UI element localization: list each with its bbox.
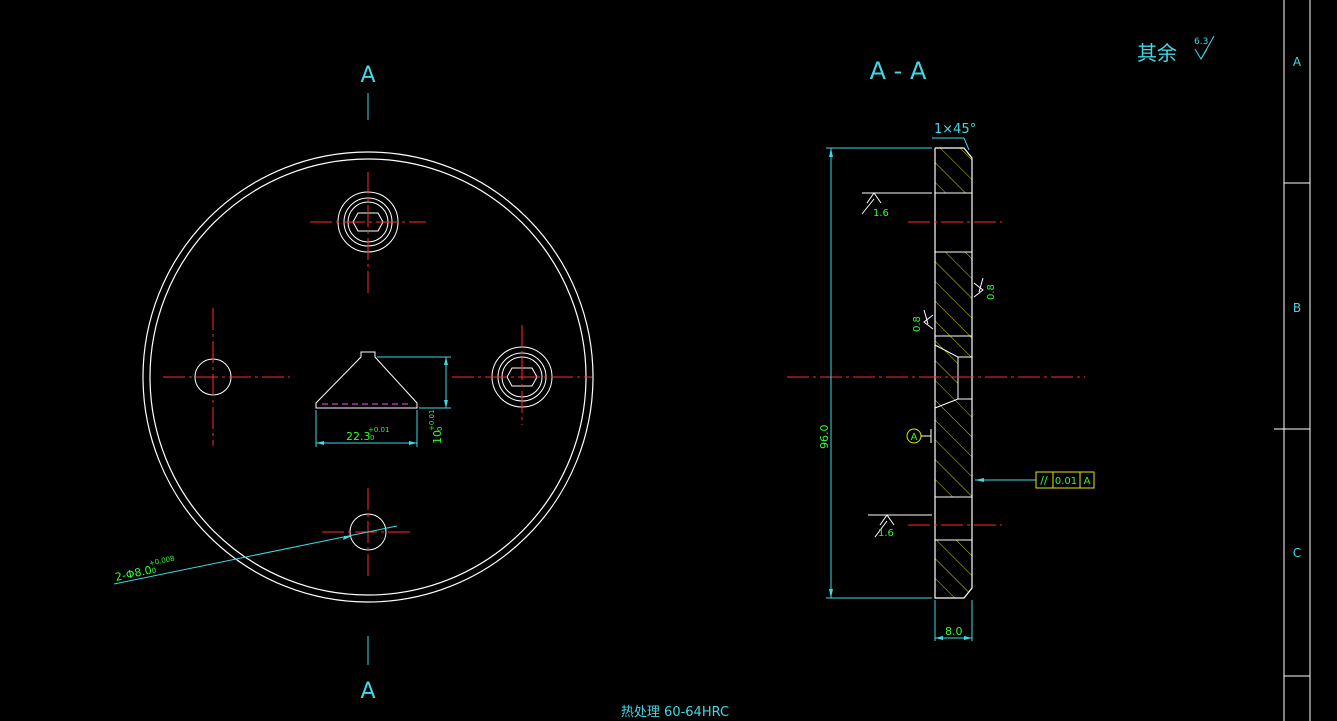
hole-callout: 2-Φ8.0: [114, 563, 153, 583]
tolerance-datum: A: [1084, 476, 1091, 487]
zone-label-c: C: [1293, 546, 1301, 560]
roughness-right: [973, 277, 984, 298]
rest-roughness-label: 其余: [1137, 41, 1177, 65]
tolerance-frame: [975, 471, 1095, 489]
datum-marker: [906, 428, 932, 444]
hole-callout-tol-lower: 0: [151, 567, 157, 576]
front-view: A A: [113, 63, 594, 704]
thickness-dim: 8.0: [945, 625, 963, 638]
chamfer-note: 1×45°: [934, 122, 976, 137]
roughness-bottom-value: 1.6: [878, 528, 894, 539]
datum-label: A: [911, 432, 918, 443]
outer-circle: [142, 151, 594, 603]
heat-treatment-note: 热处理 60-64HRC: [621, 705, 729, 720]
rest-roughness-value: 6.3: [1194, 37, 1208, 47]
right-screw-hole: [452, 325, 592, 425]
roughness-left-value: 0.8: [912, 316, 923, 332]
left-pin-hole: [163, 308, 290, 446]
width-dim-tol-lower: 0: [370, 434, 374, 442]
height-dim-tol-upper: +0.01: [428, 410, 436, 431]
zone-label-b: B: [1293, 301, 1301, 315]
height-dim-tol-lower: 0: [436, 427, 444, 431]
section-view: A - A 1×45°: [787, 57, 1095, 641]
section-mark-top: A: [360, 63, 375, 88]
width-dim-tol-upper: +0.01: [368, 426, 389, 434]
tolerance-value: 0.01: [1055, 476, 1077, 487]
roughness-left: [923, 309, 934, 330]
roughness-bottom: [868, 514, 932, 538]
section-hatch: [935, 148, 972, 598]
roughness-top: [861, 192, 932, 215]
top-screw-hole: [310, 172, 426, 295]
bottom-pin-hole: [322, 488, 410, 578]
height-dim-value: 10: [431, 430, 444, 444]
center-pocket: [315, 351, 451, 447]
hole-callout-leader: [113, 525, 398, 585]
diameter-dim: 96.0: [818, 425, 831, 450]
roughness-right-value: 0.8: [986, 284, 997, 300]
notes: 其余 6.3 热处理 60-64HRC: [621, 35, 1215, 720]
zone-label-a: A: [1293, 55, 1302, 69]
hole-callout-tol-upper: +0.008: [148, 554, 175, 567]
roughness-top-value: 1.6: [873, 208, 889, 219]
section-outline: [934, 147, 973, 599]
section-title: A - A: [870, 57, 927, 85]
tolerance-symbol: //: [1040, 474, 1048, 487]
width-dim-value: 22.3: [346, 430, 371, 443]
section-mark-bottom: A: [360, 679, 375, 704]
drawing-frame: A B C: [1274, 0, 1311, 721]
